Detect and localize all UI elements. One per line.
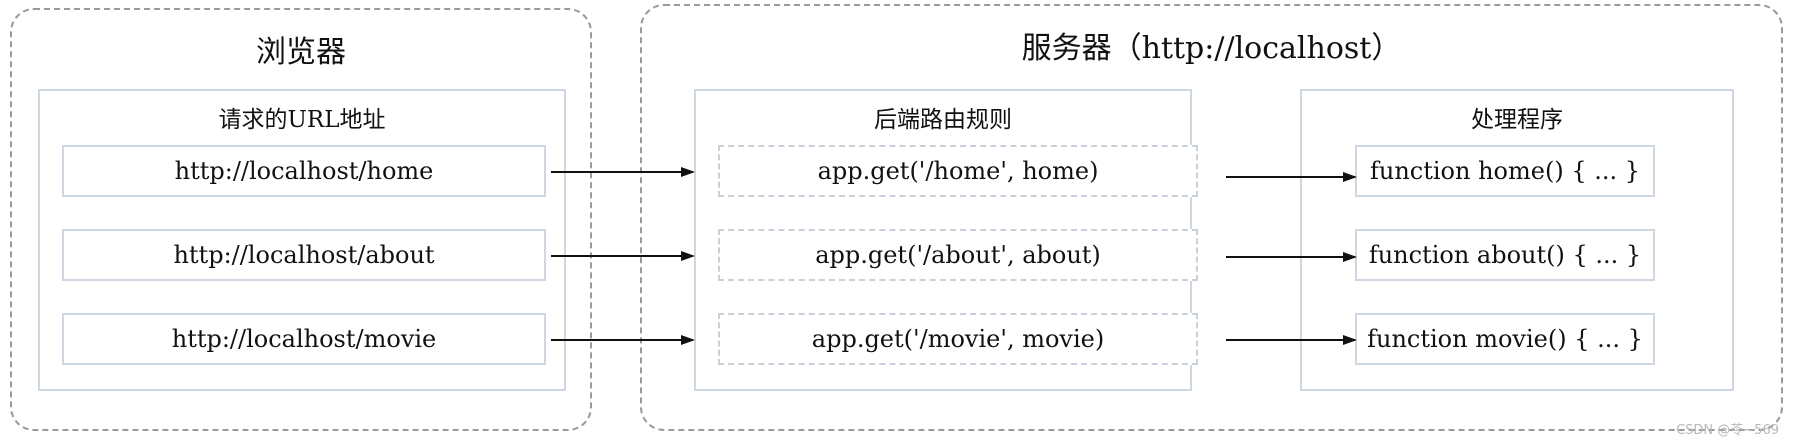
server-group: 服务器（http://localhost） xyxy=(640,4,1783,431)
routes-panel-title: 后端路由规则 xyxy=(874,107,1012,133)
url-box-movie: http://localhost/movie xyxy=(62,313,546,365)
url-box-home: http://localhost/home xyxy=(62,145,546,197)
route-box-about: app.get('/about', about) xyxy=(718,229,1198,281)
route-box-home: app.get('/home', home) xyxy=(718,145,1198,197)
route-box-movie: app.get('/movie', movie) xyxy=(718,313,1198,365)
handler-box-about: function about() { ... } xyxy=(1355,229,1655,281)
browser-group: 浏览器 xyxy=(10,8,592,431)
handler-box-home: function home() { ... } xyxy=(1355,145,1655,197)
browser-title: 浏览器 xyxy=(256,35,346,70)
handlers-panel-title: 处理程序 xyxy=(1471,107,1563,133)
server-title: 服务器（http://localhost） xyxy=(1021,31,1402,66)
watermark: CSDN @苓~569 xyxy=(1676,423,1779,438)
url-box-about: http://localhost/about xyxy=(62,229,546,281)
url-panel-title: 请求的URL地址 xyxy=(218,107,386,133)
handler-box-movie: function movie() { ... } xyxy=(1355,313,1655,365)
